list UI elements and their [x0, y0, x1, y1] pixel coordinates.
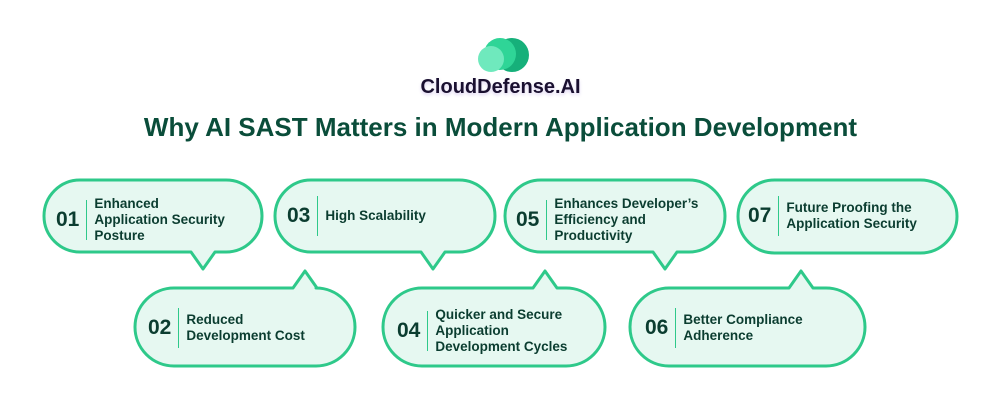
speech-bubble-05	[503, 178, 727, 271]
speech-bubble-07	[736, 178, 959, 255]
item-number: 05	[516, 200, 548, 240]
item-number: 04	[397, 311, 429, 351]
item-03: 03 High Scalability	[287, 196, 487, 236]
brand-name: CloudDefense.AI	[420, 76, 581, 98]
speech-bubble-04	[381, 269, 607, 368]
item-number: 06	[645, 308, 677, 348]
item-number: 07	[748, 196, 780, 236]
item-label: Enhances Developer’s Efficiency and Prod…	[554, 196, 699, 243]
item-number: 02	[148, 308, 180, 348]
speech-bubble-03	[273, 178, 497, 271]
speech-bubble-01	[42, 178, 264, 271]
item-label: Quicker and Secure Application Developme…	[435, 307, 568, 354]
item-label: Reduced Development Cost	[186, 312, 305, 343]
item-number: 03	[287, 196, 319, 236]
item-label: Enhanced Application Security Posture	[94, 196, 225, 243]
item-label: Future Proofing the Application Security	[786, 200, 917, 231]
item-label: Better Compliance Adherence	[683, 312, 803, 343]
item-number: 01	[56, 200, 88, 240]
speech-bubble-06	[628, 269, 867, 368]
speech-bubble-02	[133, 269, 357, 368]
page-title: Why AI SAST Matters in Modern Applicatio…	[143, 112, 858, 142]
item-label: High Scalability	[325, 208, 426, 223]
cloud-logo-icon	[478, 38, 529, 72]
